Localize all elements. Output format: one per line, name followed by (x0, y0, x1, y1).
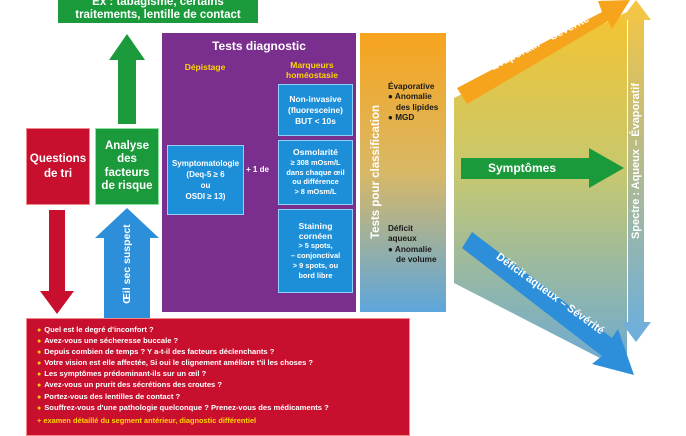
evaporative-item1b: des lipides (396, 102, 439, 112)
evaporative-item2-text: MGD (395, 113, 415, 123)
oeil-sec-arrow (95, 208, 159, 318)
staining-line6: bord libre (298, 271, 333, 280)
staining-line2: cornéen (298, 231, 333, 241)
deficit-severite-arrow (462, 232, 634, 375)
non-invasive-line2: (fluoresceine) (288, 104, 343, 115)
question-item: Quel est le degré d'inconfort ? (37, 325, 409, 336)
analyse-line2: des (117, 153, 137, 165)
osmolarite-box: Osmolarité ≥ 308 mOsm/L dans chaque œil … (278, 140, 353, 205)
tests-diagnostic-title: Tests diagnostic (212, 39, 306, 53)
osmolarite-line5: > 8 mOsm/L (294, 187, 337, 197)
oeil-sec-suspect-label: Œil sec suspect (121, 224, 133, 304)
up-arrow-green (109, 34, 145, 124)
marqueurs-header-line2: homéostasie (286, 70, 338, 80)
evaporative-title: Évaporative (388, 82, 435, 91)
evaporative-block: Évaporative ● Anomalie des lipides ● MGD (388, 82, 448, 124)
symptomatologie-line3: ou (200, 181, 211, 190)
question-item: Votre vision est elle affectée, Si oui l… (37, 358, 409, 369)
top-examples-line2: traitements, lentille de contact (75, 8, 241, 21)
staining-line5: > 9 spots, ou (292, 261, 339, 270)
non-invasive-box: Non-invasive (fluoresceine) BUT < 10s (278, 84, 353, 136)
evaporative-item1: ● Anomalie (388, 92, 432, 102)
non-invasive-line1: Non-invasive (289, 93, 342, 104)
osmolarite-line1: Osmolarité (293, 147, 338, 157)
osmolarite-line2: ≥ 308 mOsm/L (290, 157, 341, 167)
questions-tri-box: Questions de tri (26, 128, 90, 205)
questions-list-box: Quel est le degré d'inconfort ? Avez-vou… (26, 318, 410, 436)
question-item: Avez-vous une sécheresse buccale ? (37, 336, 409, 347)
marqueurs-header-line1: Marqueurs (290, 60, 334, 70)
deficit-item1b: de volume (396, 255, 437, 265)
deficit-title2: aqueux (388, 234, 417, 244)
analyse-line3: facteurs (104, 166, 150, 179)
deficit-item1: ● Anomalie (388, 244, 432, 254)
symptomatologie-line2: (Deq-5 ≥ 6 (186, 170, 225, 179)
tests-classification-label: Tests pour classification (370, 105, 382, 239)
down-arrow-red (40, 210, 74, 314)
staining-line4: – conjonctival (290, 251, 341, 260)
questions-tri-line2: de tri (43, 167, 73, 180)
deficit-item1-text: Anomalie (394, 244, 432, 254)
osmolarite-line3: dans chaque œil (286, 167, 345, 177)
question-item: Souffrez-vous d'une pathologie quelconqu… (37, 403, 409, 414)
top-examples-line1: Ex : tabagisme, certains (92, 0, 224, 8)
question-item: Les symptômes prédominant-ils sur un œil… (37, 369, 409, 380)
evaporatif-severite-arrow (457, 0, 630, 104)
analyse-line4: de risque (101, 180, 153, 192)
evaporative-item1-text: Anomalie (394, 92, 432, 102)
depistage-header: Dépistage (184, 62, 226, 72)
deficit-title: Déficit (388, 224, 414, 233)
tests-classification-panel (360, 33, 446, 312)
question-item: Avez-vous un prurit des sécrétions des c… (37, 380, 409, 391)
staining-line3: > 5 spots, (298, 241, 333, 250)
questions-tri-line1: Questions (29, 152, 87, 165)
analyse-line1: Analyse (104, 139, 150, 152)
tests-diagnostic-panel: Tests diagnostic Dépistage Marqueurs hom… (162, 33, 356, 312)
footer-note: + examen détaillé du segment antérieur, … (37, 415, 257, 425)
symptomatologie-box: Symptomatologie (Deq-5 ≥ 6 ou OSDI ≥ 13) (167, 145, 244, 215)
analyse-facteurs-box: Analyse des facteurs de risque (95, 128, 159, 205)
staining-box: Staining cornéen > 5 spots, – conjonctiv… (278, 209, 353, 293)
marqueurs-header: Marqueurs homéostasie (272, 59, 352, 81)
funnel-shape (454, 12, 627, 372)
plus-one-label: + 1 de (246, 165, 269, 174)
non-invasive-line3: BUT < 10s (295, 115, 336, 126)
osmolarite-line4: ou différence (292, 177, 339, 187)
symptomes-label: Symptômes (488, 161, 557, 175)
staining-line1: Staining (298, 221, 333, 231)
deficit-block: Déficit aqueux ● Anomalie de volume (388, 224, 448, 266)
top-examples-box: Ex : tabagisme, certains traitements, le… (58, 0, 258, 23)
spectre-arrow (621, 0, 651, 342)
symptomes-arrow (461, 148, 624, 188)
spectre-label: Spectre : Aqueux – Évaporatif (630, 82, 642, 240)
question-item: Depuis combien de temps ? Y a-t-il des f… (37, 347, 409, 358)
evaporative-item2: ● MGD (388, 113, 415, 123)
symptomatologie-line4: OSDI ≥ 13) (185, 192, 226, 201)
symptomatologie-line1: Symptomatologie (171, 159, 240, 168)
question-item: Portez-vous des lentilles de contact ? (37, 392, 409, 403)
